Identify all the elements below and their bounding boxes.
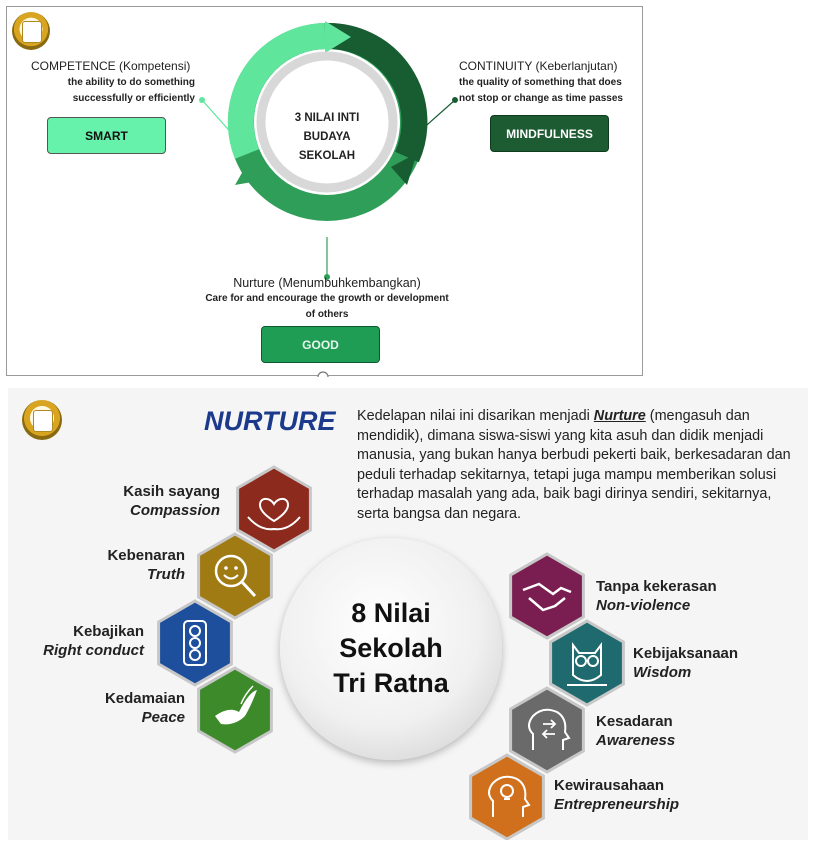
center-line: SEKOLAH [298, 150, 356, 162]
nurture-paragraph: Kedelapan nilai ini disarikan menjadi Nu… [357, 407, 805, 524]
school-logo [12, 12, 50, 50]
core-values-panel: 3 NILAI INTI BUDAYA SEKOLAH COMPETENCE (… [6, 6, 643, 377]
value-entrepreneurship: Kewirausahaan Entrepreneurship [554, 776, 774, 814]
value-label-en: Compassion [129, 502, 220, 519]
competence-block: COMPETENCE (Kompetensi) the ability to d… [25, 59, 195, 107]
traffic-light-icon [157, 599, 233, 687]
head-arrows-icon [509, 686, 585, 774]
value-label: Kasih sayang [123, 483, 220, 500]
value-right-conduct: Kebajikan Right conduct [18, 622, 144, 660]
school-logo [22, 400, 62, 440]
center-line: BUDAYA [303, 131, 351, 143]
continuity-desc: not stop or change as time passes [459, 93, 623, 104]
handshake-icon [509, 552, 585, 640]
value-label: Kedamaian [104, 690, 185, 707]
nurture-desc: Care for and encourage the growth or dev… [205, 293, 449, 304]
value-label-en: Peace [141, 709, 185, 726]
continuity-block: CONTINUITY (Keberlanjutan) the quality o… [459, 59, 639, 107]
center-circle [280, 538, 502, 760]
competence-desc: the ability to do something [67, 77, 195, 88]
owl-icon [549, 619, 625, 707]
hands-heart-icon [236, 465, 312, 553]
cycle-center-label: 3 NILAI INTI BUDAYA SEKOLAH [277, 109, 377, 166]
value-hexagons [157, 465, 625, 840]
cycle-arrow-right [391, 153, 417, 185]
eight-values-panel: NURTURE Kedelapan nilai ini disarikan me… [8, 388, 808, 840]
value-label: Kebenaran [107, 547, 185, 564]
value-label-en: Truth [146, 566, 185, 583]
nurture-block: Nurture (Menumbuhkembangkan) Care for an… [187, 276, 467, 323]
value-label-en: Awareness [596, 732, 676, 749]
value-truth: Kebenaran Truth [48, 546, 185, 584]
good-button[interactable]: GOOD [261, 326, 380, 363]
center-title-line: 8 Nilai [351, 598, 431, 628]
continuity-title: CONTINUITY (Keberlanjutan) [459, 59, 618, 73]
center-title: 8 Nilai Sekolah Tri Ratna [280, 596, 502, 701]
cycle-segment-light [227, 23, 326, 159]
value-label-en: Right conduct [43, 642, 144, 659]
value-label: Kewirausahaan [554, 777, 665, 794]
center-line: 3 NILAI INTI [294, 112, 360, 124]
nurture-title: Nurture (Menumbuhkembangkan) [233, 276, 421, 290]
value-peace: Kedamaian Peace [48, 689, 185, 727]
value-wisdom: Kebijaksanaan Wisdom [633, 644, 803, 682]
center-title-line: Tri Ratna [333, 668, 449, 698]
cycle-segment-dark [326, 22, 428, 163]
value-compassion: Kasih sayang Compassion [68, 482, 220, 520]
para-text: (mengasuh dan mendidik), dimana siswa-si… [357, 408, 791, 522]
competence-desc: successfully or efficiently [72, 93, 195, 104]
value-label: Kesadaran [596, 713, 673, 730]
head-bulb-icon [469, 753, 545, 840]
continuity-desc: the quality of something that does [459, 77, 622, 88]
value-label-en: Wisdom [633, 664, 692, 681]
smart-button[interactable]: SMART [47, 117, 166, 154]
value-label: Kebajikan [73, 623, 144, 640]
cycle-center [256, 51, 398, 193]
cycle-arrow-left [235, 157, 269, 185]
value-label: Tanpa kekerasan [596, 578, 717, 595]
dove-icon [197, 666, 273, 754]
nurture-heading: NURTURE [204, 406, 336, 436]
cycle-arrow-top [325, 21, 351, 53]
value-non-violence: Tanpa kekerasan Non-violence [596, 577, 796, 615]
value-awareness: Kesadaran Awareness [596, 712, 786, 750]
cycle-diagram [199, 21, 458, 377]
nurture-desc: of others [305, 309, 349, 320]
para-text: Kedelapan nilai ini disarikan menjadi [357, 408, 594, 424]
value-label-en: Non-violence [596, 597, 691, 614]
value-label-en: Entrepreneurship [554, 796, 680, 813]
magnifier-face-icon [197, 532, 273, 620]
value-label: Kebijaksanaan [633, 645, 739, 662]
center-title-line: Sekolah [339, 633, 443, 663]
para-keyword: Nurture [593, 408, 646, 424]
competence-title: COMPETENCE (Kompetensi) [31, 59, 191, 73]
mindfulness-button[interactable]: MINDFULNESS [490, 115, 609, 152]
